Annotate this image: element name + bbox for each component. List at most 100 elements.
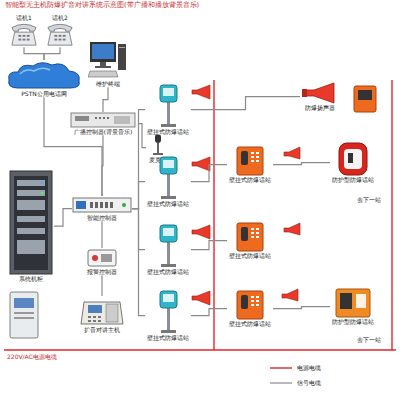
- icon-part: [88, 316, 91, 318]
- device-icon: [80, 296, 124, 326]
- icon-part: [100, 62, 106, 66]
- signal-cable: [102, 135, 103, 196]
- icon-part: [54, 35, 57, 37]
- signal-cable: [101, 275, 102, 296]
- icon-part: [251, 156, 254, 158]
- stand-icon: [145, 156, 191, 200]
- icon-part: [10, 171, 52, 274]
- icon-part: [251, 296, 254, 298]
- icon-part: [237, 291, 263, 319]
- signal-cable: [273, 307, 330, 309]
- controller-icon: [72, 196, 132, 214]
- mic-icon: [146, 132, 170, 156]
- icon-part: [73, 198, 131, 212]
- icon-part: [59, 39, 62, 41]
- decor-shape: [192, 85, 210, 99]
- device-icon: [330, 142, 376, 176]
- device-node: PSTN公用电话网: [6, 60, 82, 97]
- legend-text: 信号电缆: [296, 379, 322, 386]
- icon-part: [27, 35, 30, 37]
- icon-part: [48, 24, 72, 31]
- device-node: 系统机柜: [8, 170, 54, 282]
- decor-shape: [270, 382, 292, 383]
- icon-part: [17, 180, 45, 186]
- device-label: 壁挂式防爆话站: [228, 320, 272, 327]
- icon-part: [103, 117, 105, 119]
- decor-shape: [10, 292, 38, 338]
- icon-part: [90, 202, 93, 208]
- ophone-icon: [227, 222, 273, 252]
- device-label: 防爆扬声器: [304, 104, 336, 111]
- device-node: 话机2: [44, 14, 76, 47]
- icon-part: [163, 88, 174, 96]
- host-icon: [80, 296, 124, 326]
- icon-part: [348, 153, 353, 163]
- device-icon: [330, 288, 376, 318]
- icon-part: [54, 39, 57, 41]
- icon-part: [251, 152, 254, 154]
- device-label: PSTN公用电话网: [20, 90, 68, 97]
- icon-part: [256, 160, 259, 162]
- icon-part: [17, 190, 45, 196]
- icon-part: [256, 156, 259, 158]
- icon-part: [251, 152, 259, 162]
- signal-cable: [132, 209, 145, 316]
- cable-label: 220V/AC电源电缆: [6, 353, 58, 360]
- icon-part: [256, 232, 259, 234]
- power-cable: [4, 80, 396, 350]
- device-label: 壁挂式防爆话站: [228, 176, 272, 183]
- icon-part: [256, 236, 259, 238]
- icon-part: [356, 294, 366, 308]
- icon-part: [237, 223, 263, 251]
- legend-sample: [270, 368, 292, 383]
- icon-part: [340, 293, 352, 309]
- device-label: 防护型防爆话站: [331, 318, 375, 325]
- device-label: 话机1: [15, 14, 33, 21]
- icon-part: [167, 100, 170, 127]
- signal-cable: [191, 241, 227, 250]
- icon-part: [71, 113, 135, 127]
- device-label: 壁挂式防爆话站: [146, 334, 190, 341]
- icon-part: [163, 228, 174, 236]
- icon-part: [256, 296, 259, 298]
- icon-part: [241, 295, 248, 309]
- device-icon: [145, 84, 191, 128]
- icon-part: [27, 39, 30, 41]
- icon-part: [98, 320, 101, 322]
- device-icon: [145, 290, 191, 334]
- device-node: 壁挂式防爆话站: [145, 290, 191, 341]
- icon-part: [256, 304, 259, 306]
- icon-part: [163, 294, 174, 302]
- icon-part: [95, 117, 109, 119]
- device-icon: [227, 290, 273, 320]
- stand-icon: [145, 290, 191, 334]
- alarm-icon: [82, 248, 122, 268]
- signal-cable: [103, 87, 108, 112]
- device-node: 维护终端: [88, 40, 128, 87]
- device-icon: [8, 21, 40, 47]
- device-label: 广播控制器(背景音乐): [73, 128, 134, 135]
- decor-shape: [4, 349, 396, 350]
- phone-icon: [8, 21, 40, 47]
- icon-part: [167, 240, 170, 267]
- icon-part: [88, 71, 118, 77]
- rack-icon: [68, 112, 138, 128]
- icon-part: [98, 316, 101, 318]
- signal-cable: [44, 47, 60, 60]
- icon-part: [95, 117, 97, 119]
- signal-cable: [101, 221, 102, 248]
- icon-part: [251, 300, 254, 302]
- icon-part: [339, 143, 367, 175]
- device-node: 壁挂式防爆话站: [227, 222, 273, 259]
- decor-shape: [192, 157, 210, 171]
- diagram-title: 智能型无主机防爆扩音对讲系统示意图(带广播和播放背景音乐): [4, 2, 200, 10]
- icon-part: [100, 202, 103, 208]
- icon-part: [20, 68, 50, 74]
- signal-cable: [44, 97, 102, 196]
- orange-station: [354, 86, 376, 112]
- icon-part: [90, 42, 116, 62]
- device-label: 系统机柜: [18, 275, 44, 282]
- icon-part: [155, 134, 161, 143]
- icon-part: [251, 228, 254, 230]
- device-icon: [227, 146, 273, 176]
